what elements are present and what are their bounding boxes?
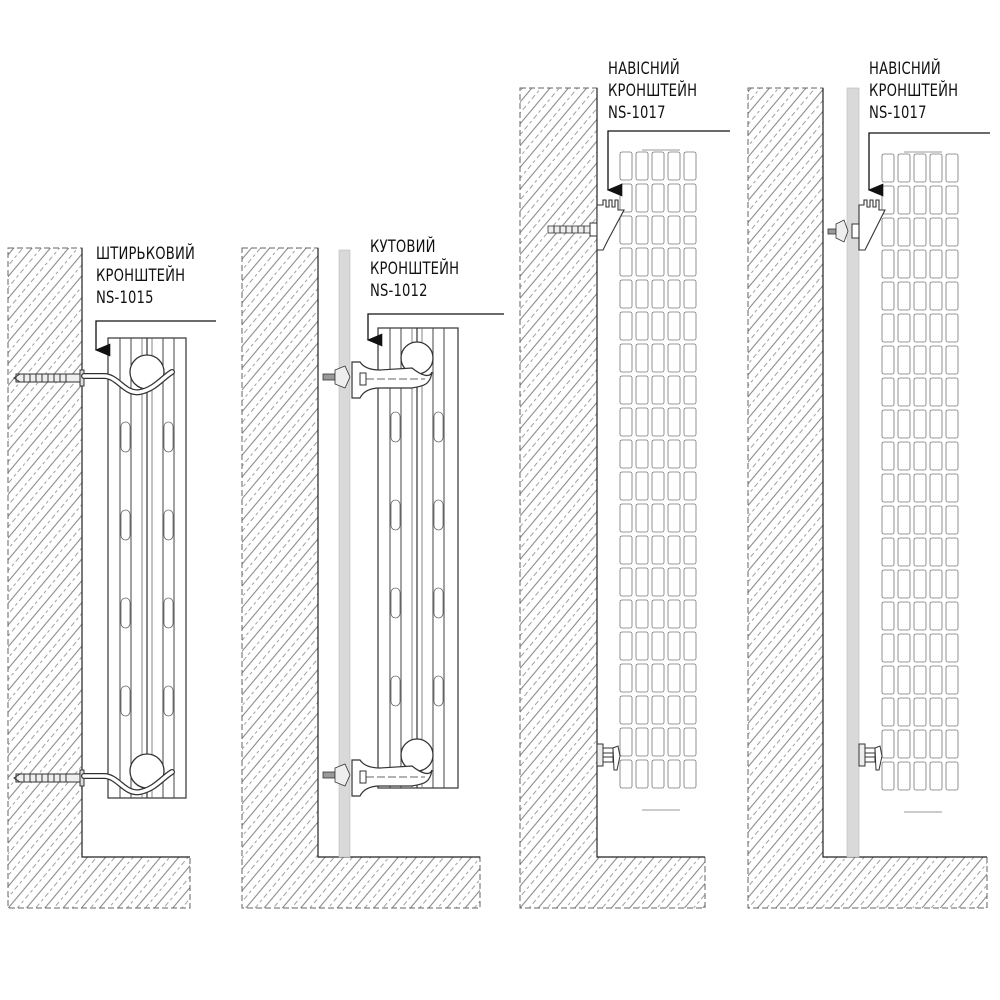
panel-hanging-bracket-masonry [519,87,730,909]
label-line: КРОНШТЕЙН [96,266,186,286]
label-line: ШТИРЬКОВИЙ [96,244,196,264]
panel-hanging-bracket-drywall [747,87,990,909]
leader-line [366,313,504,347]
label-line: NS-1012 [370,281,428,301]
label-line: КУТОВИЙ [370,237,436,257]
pin-bracket-bottom [13,769,175,796]
pin-bracket-top [13,369,175,396]
label-line: НАВІСНИЙ [608,59,680,79]
panel-radiator [618,149,700,811]
tubular-radiator [107,337,187,799]
leader-line [94,320,216,357]
label-line: КРОНШТЕЙН [608,81,698,101]
label-line: КРОНШТЕЙН [370,259,460,279]
label-line: NS-1017 [869,103,927,123]
label-line: NS-1015 [96,288,154,308]
panel-angle-bracket [241,247,504,909]
panel-radiator [880,151,964,813]
drywall [846,87,860,858]
angle-bracket-bottom [322,759,433,797]
hanging-bracket-top [827,199,886,251]
panel-pin-bracket [7,247,216,909]
label-hanging-bracket-masonry: НАВІСНИЙ КРОНШТЕЙН NS-1017 [608,58,697,124]
label-line: NS-1017 [608,103,666,123]
label-line: КРОНШТЕЙН [869,81,959,101]
label-hanging-bracket-drywall: НАВІСНИЙ КРОНШТЕЙН NS-1017 [869,58,958,124]
angle-bracket-top [322,361,433,399]
leader-line [606,130,730,197]
hanging-bracket-top [547,199,625,251]
label-angle-bracket: КУТОВИЙ КРОНШТЕЙН NS-1012 [370,236,459,302]
hanging-support-bottom [596,743,621,771]
label-pin-bracket: ШТИРЬКОВИЙ КРОНШТЕЙН NS-1015 [96,243,195,309]
leader-line [867,132,990,197]
label-line: НАВІСНИЙ [869,59,941,79]
drywall [338,249,351,858]
hanging-support-bottom [858,743,883,771]
tubular-radiator [377,327,459,789]
